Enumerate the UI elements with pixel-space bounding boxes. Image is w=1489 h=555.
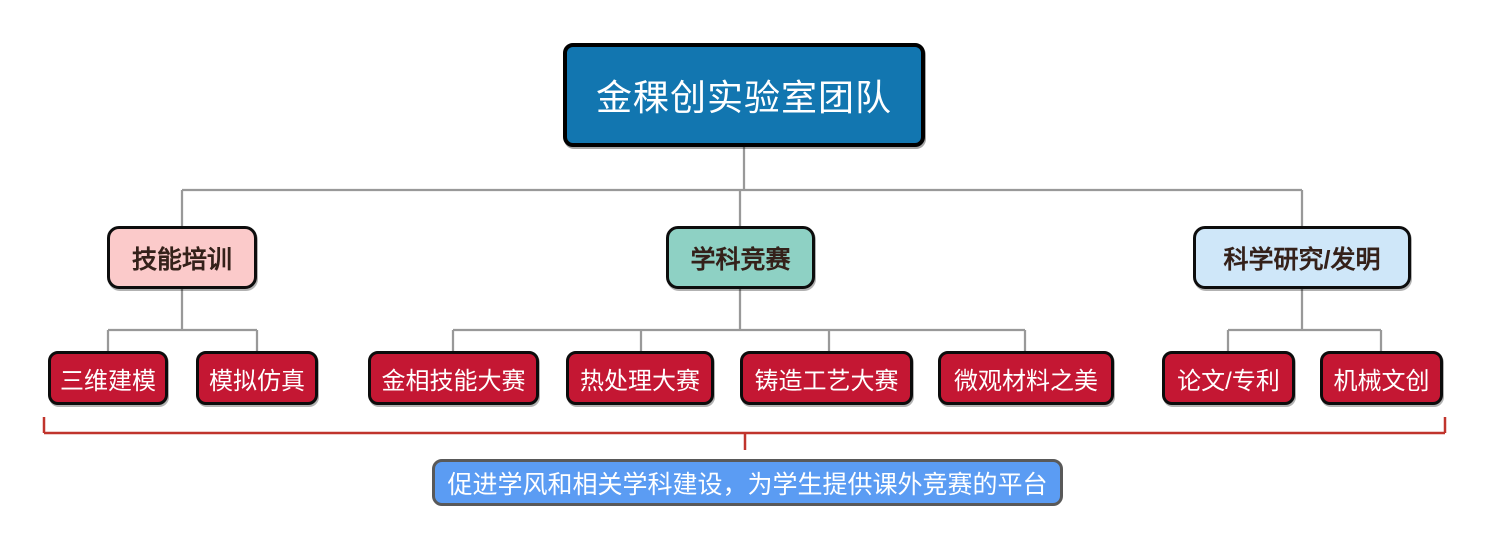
node-leaf-label: 金相技能大赛 [381, 367, 526, 395]
node-leaf-label: 模拟仿真 [209, 367, 305, 395]
node-leaf-label: 三维建模 [60, 367, 156, 395]
node-root: 金稞创实验室团队 [563, 43, 925, 147]
node-leaf-label: 铸造工艺大赛 [754, 367, 899, 395]
node-root-label: 金稞创实验室团队 [595, 77, 892, 118]
node-leaf-casting-process-contest: 铸造工艺大赛 [740, 351, 913, 405]
node-leaf-label: 论文/专利 [1177, 367, 1280, 395]
node-leaf-metallography-contest: 金相技能大赛 [368, 351, 539, 405]
node-leaf-label: 机械文创 [1333, 367, 1430, 395]
node-branch-label: 科学研究/发明 [1223, 245, 1381, 274]
summary-box: 促进学风和相关学科建设，为学生提供课外竞赛的平台 [432, 459, 1063, 506]
node-leaf-3d-modeling: 三维建模 [48, 351, 168, 405]
node-leaf-label: 热处理大赛 [580, 367, 700, 395]
node-branch-subject-competition: 学科竞赛 [666, 226, 815, 289]
node-branch-skill-training: 技能培训 [107, 226, 257, 289]
node-branch-label: 技能培训 [131, 245, 232, 274]
node-leaf-heat-treatment-contest: 热处理大赛 [566, 351, 714, 405]
node-leaf-micro-material-beauty: 微观材料之美 [938, 351, 1114, 405]
node-leaf-papers-patents: 论文/专利 [1162, 351, 1295, 405]
node-leaf-simulation: 模拟仿真 [196, 351, 318, 405]
node-leaf-mechanical-creation: 机械文创 [1320, 351, 1443, 405]
node-leaf-label: 微观材料之美 [954, 367, 1098, 395]
node-branch-research-invention: 科学研究/发明 [1193, 226, 1411, 289]
summary-label: 促进学风和相关学科建设，为学生提供课外竞赛的平台 [447, 470, 1048, 499]
summary-bracket [42, 417, 1447, 450]
node-branch-label: 学科竞赛 [690, 245, 791, 274]
